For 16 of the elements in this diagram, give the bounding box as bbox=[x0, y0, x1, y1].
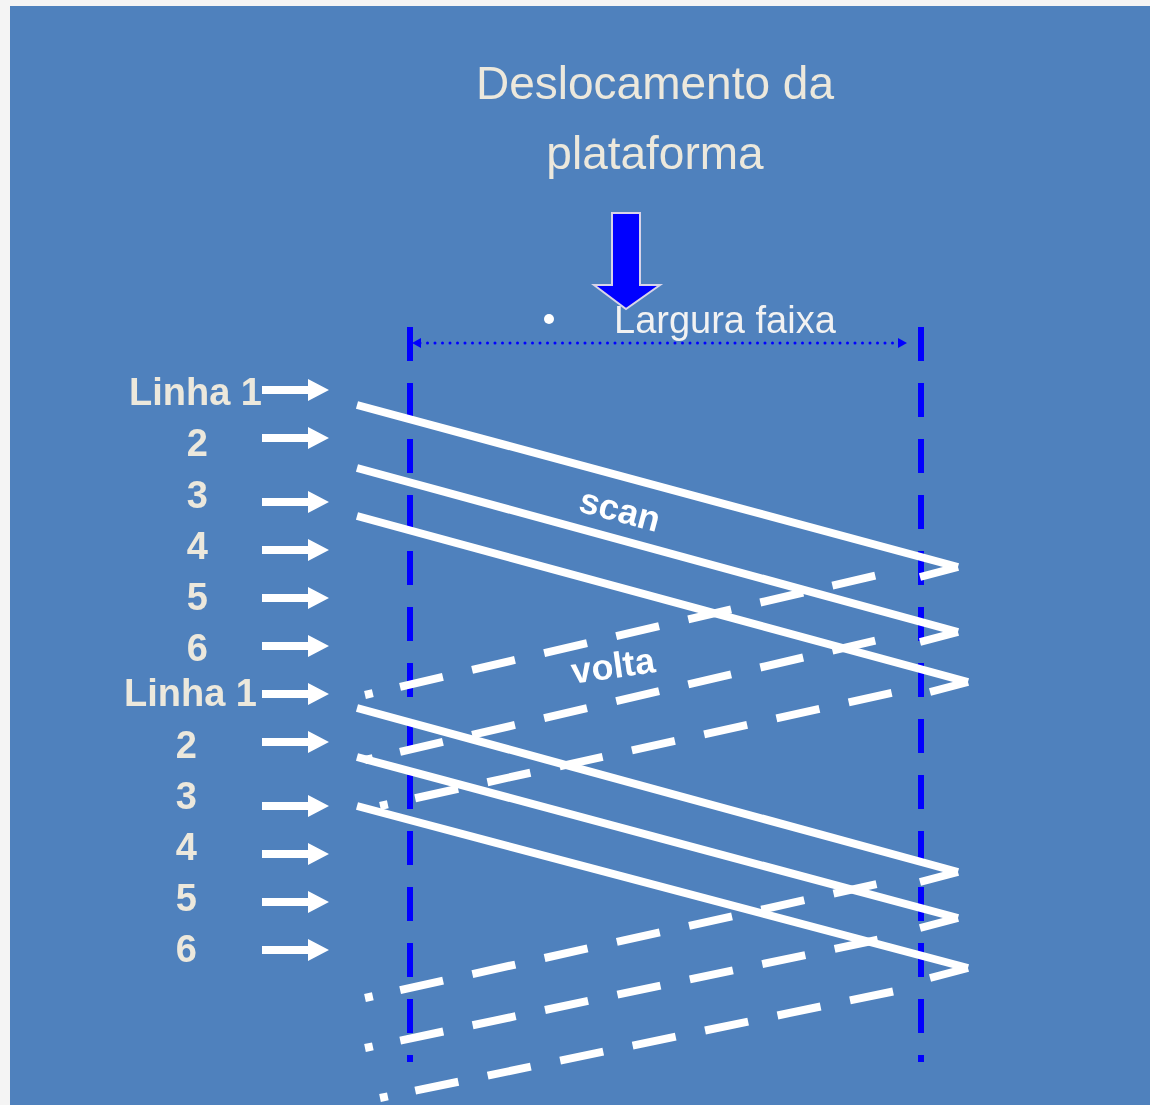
row-label: 3 bbox=[175, 774, 197, 818]
return-label: volta bbox=[567, 638, 659, 694]
row-label: Linha 1 bbox=[128, 370, 262, 414]
row-label: 4 bbox=[175, 825, 197, 869]
row-label: 2 bbox=[175, 723, 197, 767]
row-label: 6 bbox=[186, 626, 208, 670]
row-label: 5 bbox=[175, 876, 197, 920]
row-label: 6 bbox=[175, 927, 197, 971]
row-label: Linha 1 bbox=[123, 671, 257, 715]
title: Deslocamento da plataforma bbox=[475, 56, 835, 181]
row-label: 5 bbox=[186, 575, 208, 619]
row-label: 4 bbox=[186, 524, 208, 568]
row-label: 2 bbox=[186, 421, 208, 465]
swath-width-label: Largura faixa bbox=[614, 298, 836, 342]
row-label: 3 bbox=[186, 473, 208, 517]
scan-label: scan bbox=[574, 478, 667, 542]
